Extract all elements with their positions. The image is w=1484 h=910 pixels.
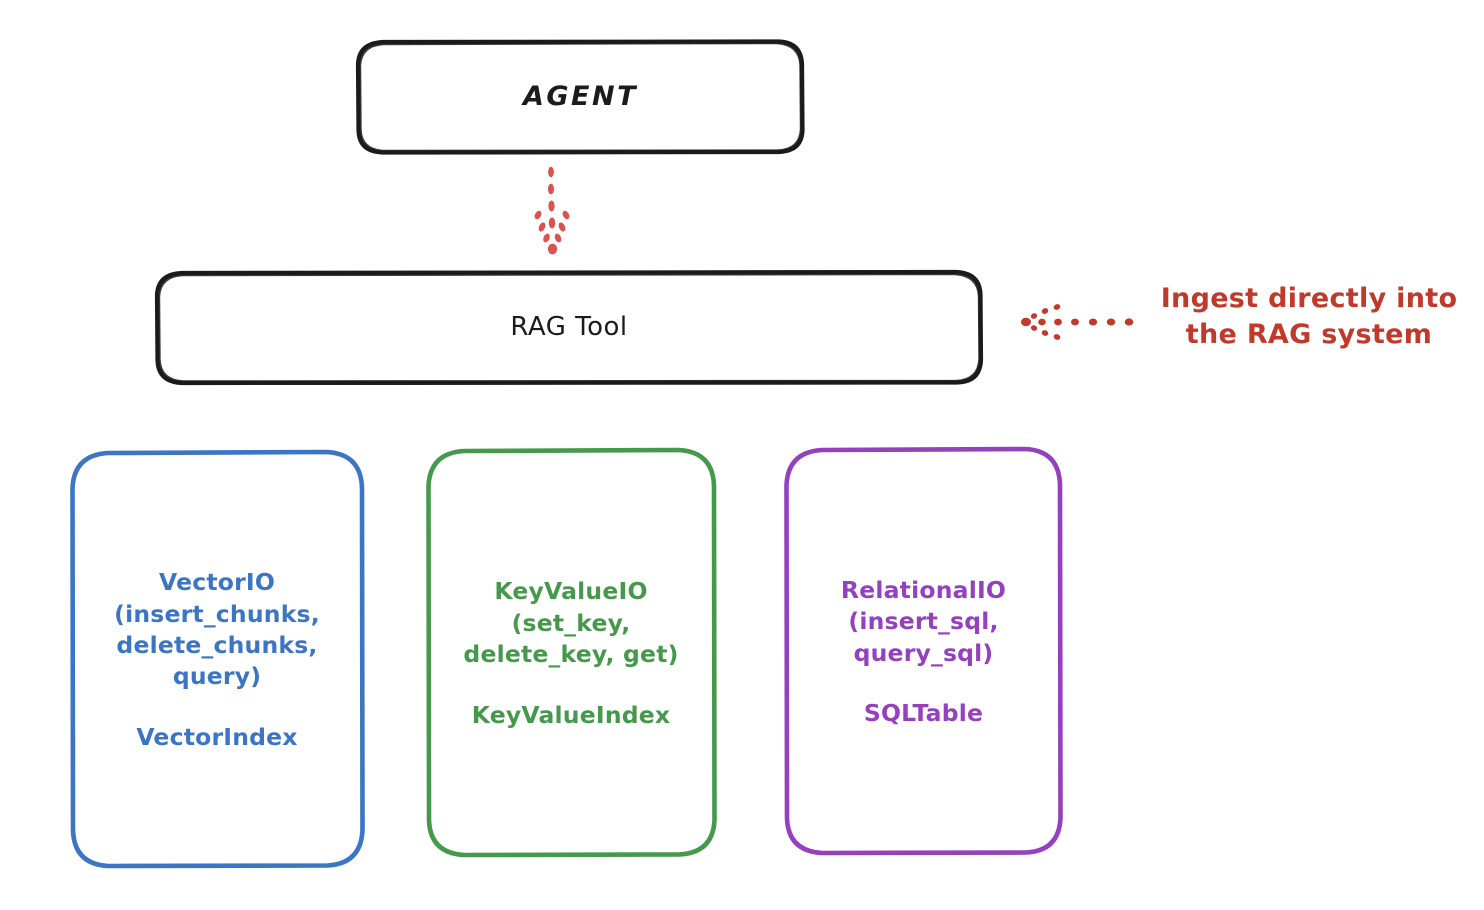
relationalio-box-outline [784,446,1063,856]
relationalio-sublabel: SQLTable [863,699,984,728]
rag-tool-box-outline [154,269,984,386]
keyvalueio-sublabel: KeyValueIndex [471,700,671,729]
agent-to-rag-tool-arrow [534,166,570,255]
rag-tool-node[interactable]: RAG Tool [157,272,981,383]
rag-tool-label: RAG Tool [510,311,628,342]
vectorio-box-outline [70,449,365,869]
vectorio-sublabel: VectorIndex [136,722,298,751]
agent-box-outline [355,39,805,155]
keyvalueio-box-outline [426,447,717,858]
agent-node[interactable]: AGENT [358,41,803,153]
keyvalueio-node[interactable]: KeyValueIO (set_key, delete_key, get) Ke… [428,450,714,855]
vectorio-label: VectorIO (insert_chunks, delete_chunks, … [114,568,320,691]
keyvalueio-label: KeyValueIO (set_key, delete_key, get) [463,577,679,669]
agent-label: AGENT [522,81,638,113]
relationalio-node[interactable]: RelationalIO (insert_sql, query_sql) SQL… [787,449,1060,853]
vectorio-node[interactable]: VectorIO (insert_chunks, delete_chunks, … [72,452,362,866]
relationalio-label: RelationalIO (insert_sql, query_sql) [840,575,1007,667]
ingest-annotation: Ingest directly into the RAG system [1160,283,1458,350]
ingest-to-rag-tool-arrow [1021,304,1134,340]
